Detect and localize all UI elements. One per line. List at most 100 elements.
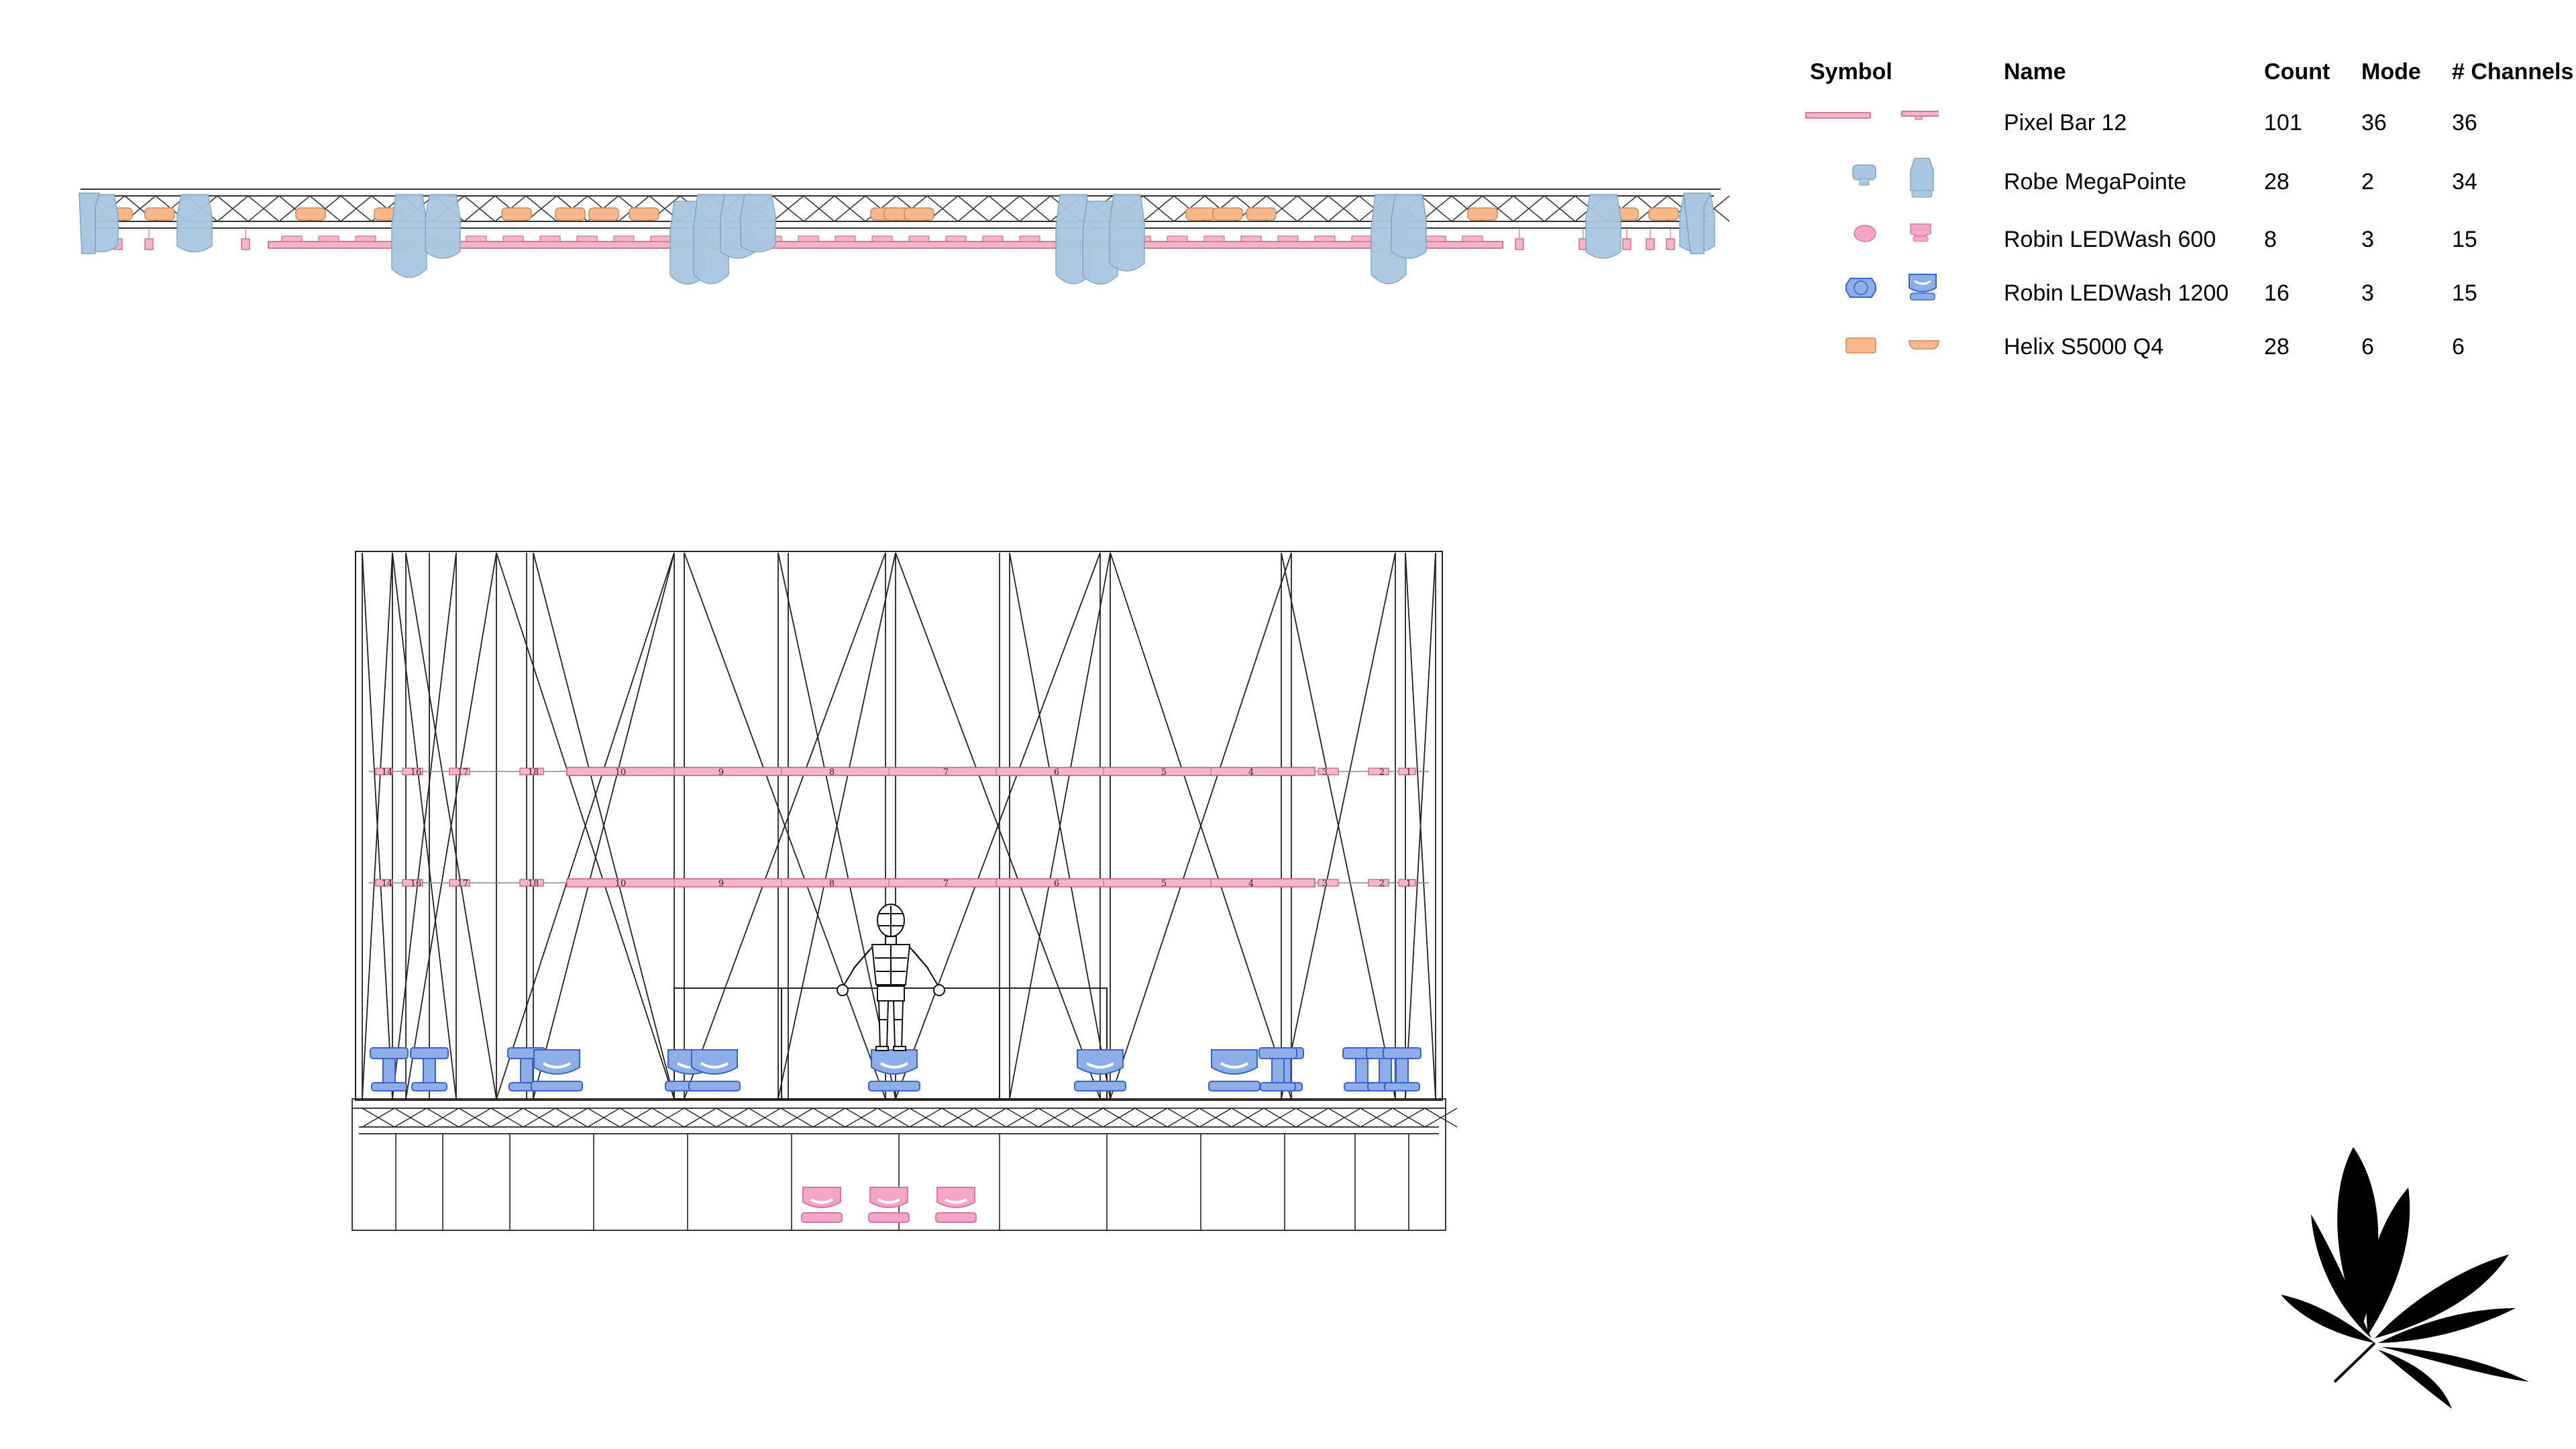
megapointe-fixture <box>425 194 461 259</box>
pixel-bar-number: 5 <box>1161 767 1167 777</box>
megapointe-fixture <box>693 194 729 284</box>
pixel-bar-short <box>1318 879 1339 887</box>
megapointe-fixture <box>1585 194 1621 259</box>
legend-row-name: Robe MegaPointe <box>2004 169 2187 195</box>
legend-row-name: Pixel Bar 12 <box>2004 110 2127 136</box>
pixel-bar-number: 8 <box>829 879 835 889</box>
pixel-bar-number: 2 <box>1379 767 1385 777</box>
pixel-bar-segment <box>466 235 487 242</box>
pixel-unit <box>1646 238 1655 250</box>
helix-fixture <box>1467 207 1498 221</box>
pixel-bar-number: 2 <box>1379 879 1385 889</box>
megapointe-fixture <box>1109 194 1145 272</box>
ledwash600-symbol-icon <box>1854 223 1931 242</box>
3 <box>868 1049 920 1091</box>
pixel-bar-short <box>375 879 393 887</box>
pixel-bar-segment <box>613 235 635 242</box>
megapointe-fixture <box>391 194 427 278</box>
pixel-bar-segment <box>1167 235 1188 242</box>
helix-fixture <box>1212 207 1243 221</box>
legend-row-name: Robin LEDWash 1200 <box>2004 280 2229 306</box>
ledwash1200-fixture-side <box>370 1047 409 1091</box>
pixel-bar-segment <box>1203 235 1225 242</box>
pixel-unit <box>241 238 250 250</box>
ledwash1200-fixture-side <box>1383 1047 1421 1091</box>
pixel-bar-short <box>1368 879 1389 887</box>
pixel-bar-number: 14 <box>382 767 393 777</box>
legend-row-channels: 15 <box>2452 227 2477 252</box>
pixel-bar-number: 7 <box>943 767 949 777</box>
pixel-bar-segment <box>1240 235 1262 242</box>
ledwash1200-symbol-icon <box>1845 274 1937 301</box>
pixel-bar-segment <box>835 235 856 242</box>
ledwash1200-fixture-side <box>1258 1047 1297 1091</box>
pixel-bar-segment <box>281 235 303 242</box>
pixel-bar-number: 6 <box>1054 879 1059 889</box>
2 <box>688 1049 741 1091</box>
4 <box>1074 1049 1126 1091</box>
pixel-bar-short <box>1318 767 1339 775</box>
legend-header-channels: # Channels <box>2452 59 2574 85</box>
legend-header-symbol: Symbol <box>1810 59 1892 85</box>
pixel-bar-segment <box>355 235 376 242</box>
legend-header-name: Name <box>2004 59 2066 85</box>
pixel-bar-segment <box>1314 235 1336 242</box>
pixel-bar-number: 17 <box>458 767 469 777</box>
helix-fixture <box>1648 207 1679 221</box>
pixel-bar-short <box>1398 767 1416 775</box>
pixel-bar-segment <box>798 235 819 242</box>
pixel-bar-short <box>519 767 544 775</box>
front-view-diagonal-truss <box>362 552 1436 1099</box>
pixel-bar-number: 17 <box>458 879 469 889</box>
pixel-bar-short <box>1368 767 1389 775</box>
pixel-unit <box>144 238 154 250</box>
front-view-vertical-truss <box>362 553 1436 1100</box>
pixel-bar-segment <box>945 235 967 242</box>
pixel-bar-run <box>566 767 1316 776</box>
legend-row-mode: 36 <box>2361 110 2387 136</box>
ledwash1200-fixture-side <box>410 1047 449 1091</box>
megapointe-fixture <box>176 194 213 253</box>
pixel-bar-segment <box>982 235 1004 242</box>
pixel-bar-short <box>1398 879 1416 887</box>
helix-fixture <box>295 207 326 221</box>
legend-row-count: 28 <box>2264 169 2290 195</box>
pixel-unit <box>1515 238 1524 250</box>
megapointe-symbol-icon <box>1852 158 1934 198</box>
pixel-bar-segment <box>576 235 598 242</box>
front-view-truss-frame <box>355 551 1443 1101</box>
legend-header-count: Count <box>2264 59 2330 85</box>
pixel-bar-segment <box>871 235 893 242</box>
pixel-bar-short <box>402 767 423 775</box>
pixel-bar-symbol-icon <box>1805 111 1939 120</box>
pixel-bar-short <box>519 879 544 887</box>
pixel-bar-number: 6 <box>1054 767 1059 777</box>
pixel-bar-number: 4 <box>1248 879 1254 889</box>
plan-view-rig <box>78 189 1730 285</box>
legend-row-count: 101 <box>2264 110 2302 136</box>
ledwash1200-fixture <box>531 1049 583 1091</box>
pixel-bar-run <box>566 878 1316 888</box>
ledwash600-fixture <box>801 1187 843 1223</box>
pixel-bar-short <box>375 767 393 775</box>
legend-row-channels: 34 <box>2452 169 2477 195</box>
pixel-bar-number: 10 <box>615 879 627 889</box>
pixel-unit <box>1622 238 1631 250</box>
pixel-bar-number: 3 <box>1322 879 1328 889</box>
legend-header-mode: Mode <box>2361 59 2421 85</box>
legend-row-count: 8 <box>2264 227 2277 252</box>
legend-row-channels: 6 <box>2452 334 2465 360</box>
helix-fixture <box>144 207 175 221</box>
pixel-bar-number: 4 <box>1248 767 1254 777</box>
pixel-bar-number: 8 <box>829 767 835 777</box>
pixel-bar-number: 16 <box>411 879 422 889</box>
pixel-bar-number: 16 <box>411 767 422 777</box>
pixel-bar-segment <box>1277 235 1299 242</box>
pixel-bar-number: 10 <box>615 767 627 777</box>
pixel-bar-segment <box>908 235 930 242</box>
pixel-bar-number: 3 <box>1322 767 1328 777</box>
legend-row-channels: 15 <box>2452 280 2477 306</box>
pixel-bar-segment <box>539 235 561 242</box>
